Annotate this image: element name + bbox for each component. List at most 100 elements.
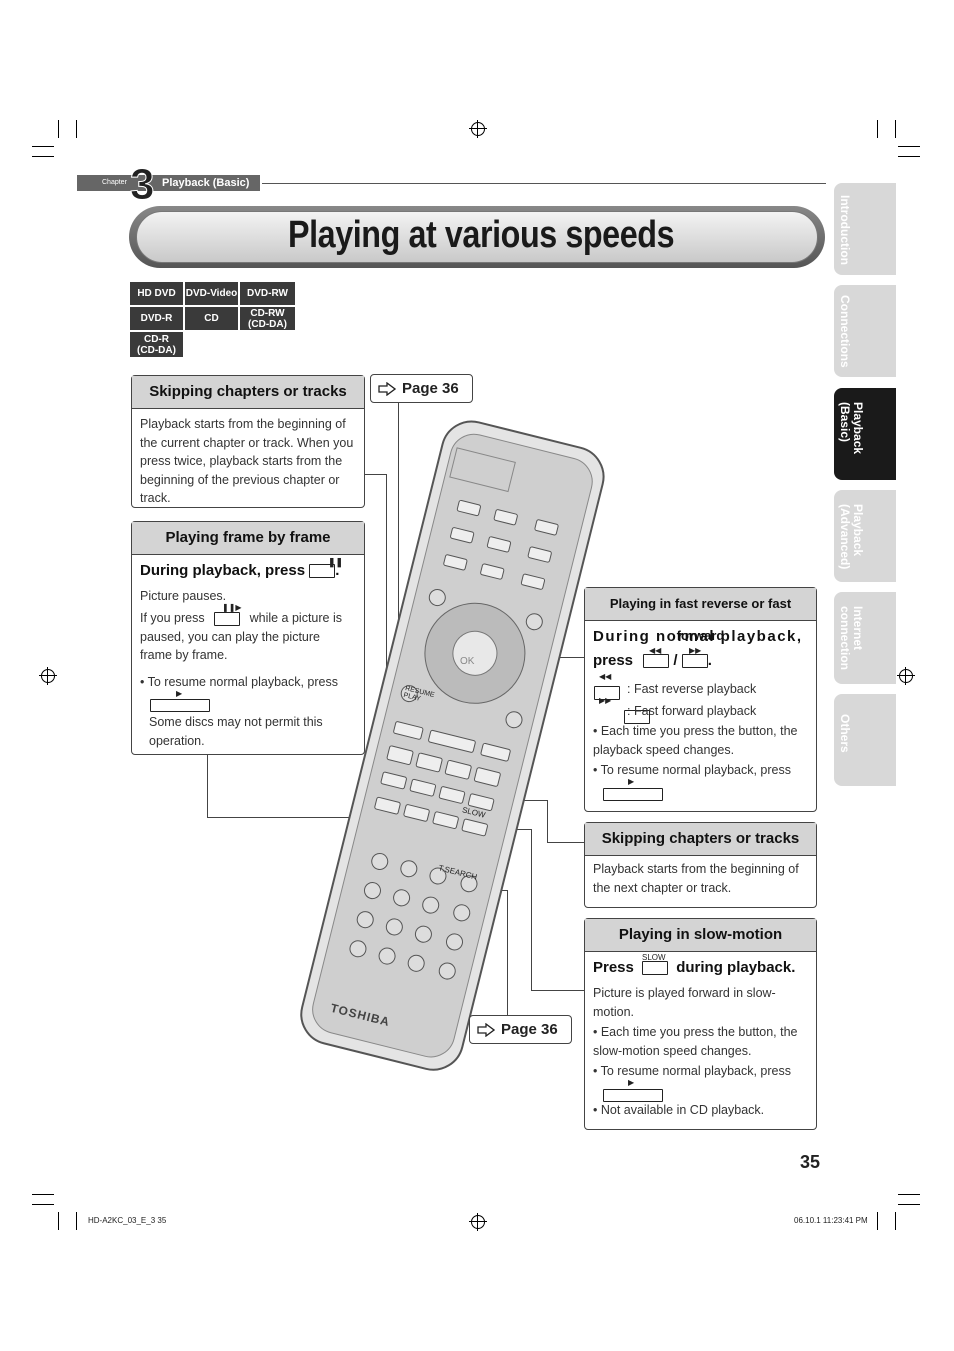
frame-advance-icon: ❚❚▶: [222, 603, 242, 612]
forward-icon: ▶▶: [689, 646, 702, 655]
remote-control-illustration: [300, 420, 605, 1071]
section-heading: Playing in fast reverse or fast forward: [585, 588, 816, 643]
slow-motion-section: Playing in slow-motion Press during play…: [584, 918, 817, 1130]
chapter-number: 3: [129, 160, 155, 210]
disc-badge: DVD-R: [130, 307, 183, 330]
crop-mark: [58, 120, 59, 138]
play-button-icon: [603, 1089, 663, 1102]
crop-mark: [898, 1204, 920, 1205]
connector-line: [386, 474, 387, 764]
text-line: If you press while a picture is paused, …: [140, 611, 342, 662]
crop-mark: [76, 120, 77, 138]
bullet: • To resume normal playback, press: [593, 763, 791, 777]
bullet: • Each time you press the button, the sl…: [593, 1025, 798, 1058]
section-heading: Skipping chapters or tracks: [132, 376, 364, 409]
fast-forward-button-icon: [624, 709, 651, 724]
arrow-right-icon: [378, 381, 396, 396]
disc-badge: CD-RW (CD-DA): [240, 307, 295, 330]
registration-mark: [39, 667, 57, 685]
disc-badge: DVD-RW: [240, 282, 295, 305]
bullet: • To resume normal playback, press: [140, 675, 338, 689]
rewind-icon: ◀◀: [599, 672, 612, 681]
bullet: • To resume normal playback, press: [593, 1064, 791, 1078]
disc-badge: HD DVD: [130, 282, 183, 305]
instruction-line: press / .: [593, 652, 712, 669]
crop-mark: [32, 1194, 54, 1195]
side-tab-playback-basic[interactable]: Playback (Basic): [834, 388, 896, 480]
connector-line: [507, 890, 508, 1016]
page-number: 35: [800, 1152, 821, 1172]
side-tab-playback-advanced[interactable]: Playback (Advanced): [834, 490, 896, 582]
side-tab-connections[interactable]: Connections: [834, 285, 896, 377]
side-tab-others[interactable]: Others: [834, 694, 896, 786]
header-rule: [262, 183, 826, 184]
crop-mark: [898, 156, 920, 157]
crop-mark: [76, 1212, 77, 1230]
crop-mark: [895, 1212, 896, 1230]
page-reference-label: Page 36: [402, 380, 459, 397]
frame-advance-button-icon: [214, 611, 241, 626]
fast-forward-button-icon: [681, 654, 708, 669]
section-heading: Playing in slow-motion: [585, 919, 816, 952]
chapter-label: Chapter: [102, 179, 127, 186]
connector-line: [531, 829, 532, 991]
text-line: Picture pauses.: [140, 589, 227, 603]
legend-fwd: : Fast forward playback: [627, 704, 757, 718]
bullet: • Not available in CD playback.: [593, 1103, 765, 1117]
disc-badge: CD-R (CD-DA): [130, 332, 183, 357]
pause-icon: ❚❚: [328, 557, 344, 567]
registration-mark: [469, 1213, 487, 1231]
play-icon: ▶: [176, 689, 183, 698]
pause-button-icon: [309, 564, 336, 579]
connector-line: [547, 842, 584, 843]
play-button-icon: [150, 699, 210, 712]
connector-line: [364, 474, 386, 475]
section-heading: Skipping chapters or tracks: [585, 823, 816, 856]
slow-label: SLOW: [642, 953, 666, 962]
fast-reverse-forward-section: Playing in fast reverse or fast forward …: [584, 587, 817, 812]
connector-line: [207, 817, 432, 818]
section-body: Playback starts from the beginning of th…: [593, 862, 799, 895]
fast-reverse-button-icon: [643, 654, 670, 669]
arrow-right-icon: [477, 1022, 495, 1037]
registration-mark: [897, 667, 915, 685]
remote-ok-label: OK: [460, 656, 475, 667]
crop-mark: [32, 1204, 54, 1205]
play-icon: ▶: [628, 1078, 635, 1087]
skip-next-section: Skipping chapters or tracks Playback sta…: [584, 822, 817, 908]
crop-mark: [877, 120, 878, 138]
page-reference-bottom[interactable]: Page 36: [469, 1015, 572, 1044]
crop-mark: [898, 146, 920, 147]
connector-line: [207, 755, 208, 817]
fast-reverse-button-icon: [594, 685, 620, 700]
side-tab-internet-connection[interactable]: Internet connection: [834, 592, 896, 684]
crop-mark: [32, 156, 54, 157]
bullet: • Each time you press the button, the pl…: [593, 724, 798, 757]
page-reference-top[interactable]: Page 36: [370, 374, 473, 403]
slow-button-icon: [642, 961, 669, 976]
registration-mark: [469, 120, 487, 138]
disc-badge: DVD-Video: [185, 282, 238, 305]
page-reference-label: Page 36: [501, 1021, 558, 1038]
footer-timestamp: 06.10.1 11:23:41 PM: [794, 1216, 868, 1225]
legend-rev: : Fast reverse playback: [627, 682, 757, 696]
crop-mark: [898, 1194, 920, 1195]
title-banner-inner: [136, 211, 818, 263]
crop-mark: [32, 146, 54, 147]
disc-badge: CD: [185, 307, 238, 330]
connector-line: [547, 800, 548, 842]
crop-mark: [895, 120, 896, 138]
connector-line: [398, 402, 399, 762]
section-body: Playback starts from the beginning of th…: [140, 417, 354, 505]
note: Some discs may not permit this operation…: [149, 715, 323, 748]
skip-previous-section: Skipping chapters or tracks Playback sta…: [131, 375, 365, 508]
play-icon: ▶: [628, 777, 635, 786]
connector-line: [531, 990, 584, 991]
section-heading: Playing frame by frame: [132, 522, 364, 555]
chapter-title: Playback (Basic): [162, 177, 250, 189]
footer-file: HD-A2KC_03_E_3 35: [88, 1216, 167, 1225]
instruction-line: During normal playback,: [593, 628, 803, 645]
side-tab-introduction[interactable]: Introduction: [834, 183, 896, 275]
forward-icon: ▶▶: [599, 696, 612, 705]
crop-mark: [877, 1212, 878, 1230]
